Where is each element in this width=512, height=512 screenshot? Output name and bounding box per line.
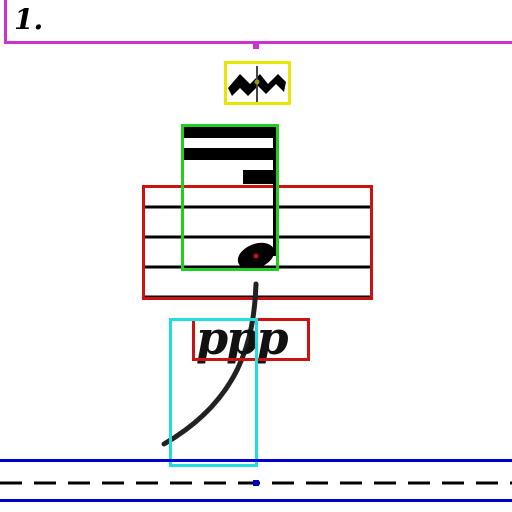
measure-number: 1.	[14, 3, 44, 36]
mordent-icon	[228, 66, 286, 102]
note-stem-box[interactable]	[181, 124, 279, 271]
notehead-icon[interactable]	[234, 238, 278, 272]
beam-flags-icon	[183, 126, 277, 256]
ornament-box[interactable]	[224, 61, 291, 105]
measure-box[interactable]	[4, 0, 512, 44]
slur-icon	[161, 281, 259, 447]
measure-box-handle[interactable]	[253, 43, 259, 49]
lower-staff-handle[interactable]	[253, 480, 259, 486]
slur-box[interactable]	[169, 318, 258, 467]
dynamic-marking: ppp	[196, 311, 288, 365]
lower-staff-box[interactable]	[0, 459, 512, 502]
